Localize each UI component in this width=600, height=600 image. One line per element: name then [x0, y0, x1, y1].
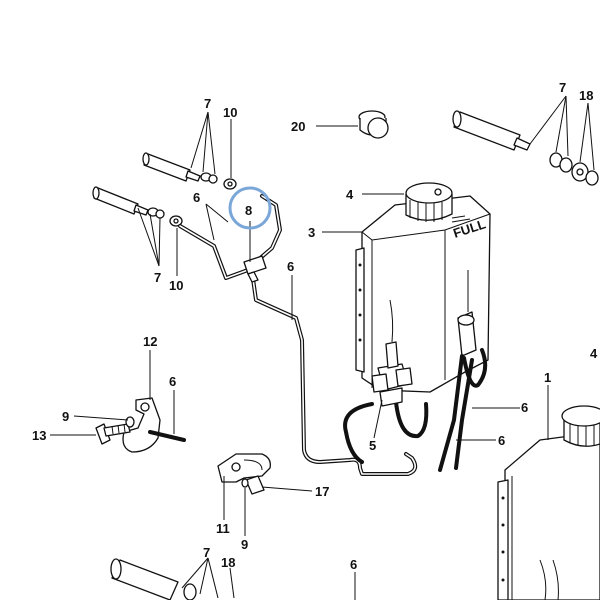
callout-8: 8	[245, 203, 252, 218]
callout-6: 6	[521, 400, 528, 415]
leader-lines	[50, 95, 595, 600]
callout-1: 1	[544, 370, 551, 385]
callout-11: 11	[216, 521, 230, 536]
callout-7: 7	[154, 270, 161, 285]
washer-jet-pin-right	[452, 110, 599, 186]
callout-10: 10	[223, 105, 237, 120]
washer-jet-pin-upper	[142, 152, 237, 190]
washer-nozzle-part-5	[371, 299, 413, 407]
callout-6: 6	[169, 374, 176, 389]
callout-18: 18	[221, 555, 235, 570]
callout-18: 18	[579, 88, 593, 103]
callout-6: 6	[498, 433, 505, 448]
callout-12: 12	[143, 334, 157, 349]
callout-5: 5	[369, 438, 376, 453]
callout-17: 17	[315, 484, 329, 499]
callout-7: 7	[203, 545, 210, 560]
callout-3: 3	[308, 225, 315, 240]
washer-reservoir-part-1	[497, 431, 600, 600]
callout-7: 7	[204, 96, 211, 111]
screw-part-17	[241, 475, 265, 495]
callout-4: 4	[590, 346, 598, 361]
callout-9: 9	[62, 409, 69, 424]
filler-cap-part-4-lower	[561, 405, 600, 447]
callout-6: 6	[193, 190, 200, 205]
callout-6: 6	[350, 557, 357, 572]
grommet-part-20	[358, 110, 389, 139]
hose-clip-part-12	[122, 397, 186, 453]
t-connector-part-8	[243, 255, 267, 283]
callout-7: 7	[559, 80, 566, 95]
callout-10: 10	[169, 278, 183, 293]
highlight-ring-part-8	[228, 186, 272, 230]
callout-6: 6	[287, 259, 294, 274]
callout-13: 13	[32, 428, 46, 443]
filler-cap-part-4-upper	[405, 182, 453, 222]
washer-jet-pin-lower	[92, 186, 183, 227]
callout-9: 9	[241, 537, 248, 552]
washer-jet-pin-bottom	[110, 558, 197, 600]
callout-numbers: 7 10 6 8 7 10 6 20 4 3 7 18 4 1 6 6 5 12…	[32, 80, 598, 572]
bolt-part-13	[95, 423, 131, 445]
washer-part-9-left	[125, 416, 135, 428]
hose-clip-part-11	[217, 453, 271, 483]
callout-4: 4	[346, 187, 354, 202]
callout-20: 20	[291, 119, 305, 134]
